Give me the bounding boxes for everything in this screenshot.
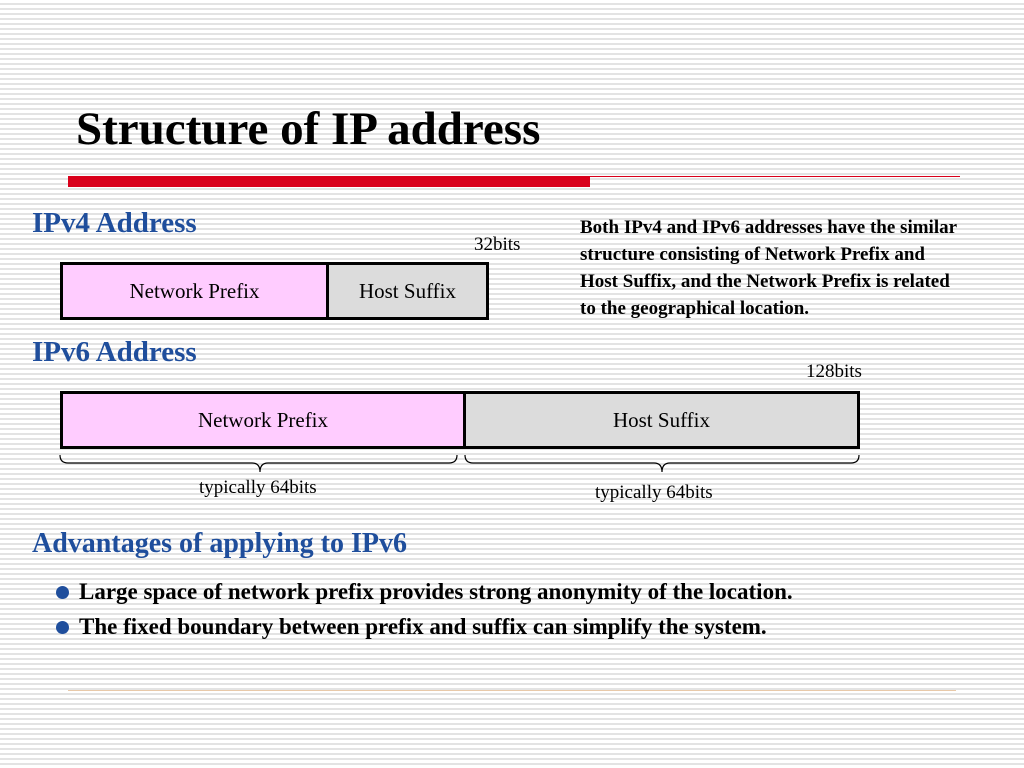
bullet-dot-icon	[56, 585, 69, 599]
ipv6-host-suffix-box: Host Suffix	[463, 391, 860, 449]
ipv4-bits-label: 32bits	[474, 234, 521, 255]
title-underline-bar	[68, 176, 590, 187]
ipv6-network-prefix-label: Network Prefix	[197, 407, 329, 432]
structure-description: Both IPv4 and IPv6 addresses have the si…	[580, 217, 957, 319]
ipv4-host-suffix-label: Host Suffix	[358, 278, 457, 303]
bullet-dot-icon	[56, 620, 69, 634]
ipv6-bits-label: 128bits	[806, 361, 862, 382]
advantage-item: The fixed boundary between prefix and su…	[56, 614, 767, 640]
ipv4-network-prefix-label: Network Prefix	[129, 278, 260, 303]
footer-divider	[68, 690, 956, 691]
ipv4-heading: IPv4 Address	[32, 207, 197, 239]
advantage-item-text: Large space of network prefix provides s…	[79, 579, 793, 604]
ipv4-network-prefix-box: Network Prefix	[60, 262, 329, 320]
advantage-item: Large space of network prefix provides s…	[56, 579, 793, 605]
advantages-heading: Advantages of applying to IPv6	[32, 528, 407, 559]
ipv6-prefix-bits-caption: typically 64bits	[199, 477, 317, 498]
title-underline-thin	[590, 176, 960, 177]
slide-title: Structure of IP address	[76, 103, 541, 155]
ipv4-host-suffix-box: Host Suffix	[326, 262, 489, 320]
suffix-brace	[464, 454, 860, 473]
ipv6-host-suffix-label: Host Suffix	[612, 407, 711, 432]
prefix-brace	[59, 454, 458, 473]
ipv6-suffix-bits-caption: typically 64bits	[595, 482, 713, 503]
advantage-item-text: The fixed boundary between prefix and su…	[79, 614, 767, 639]
ipv6-heading: IPv6 Address	[32, 336, 197, 368]
